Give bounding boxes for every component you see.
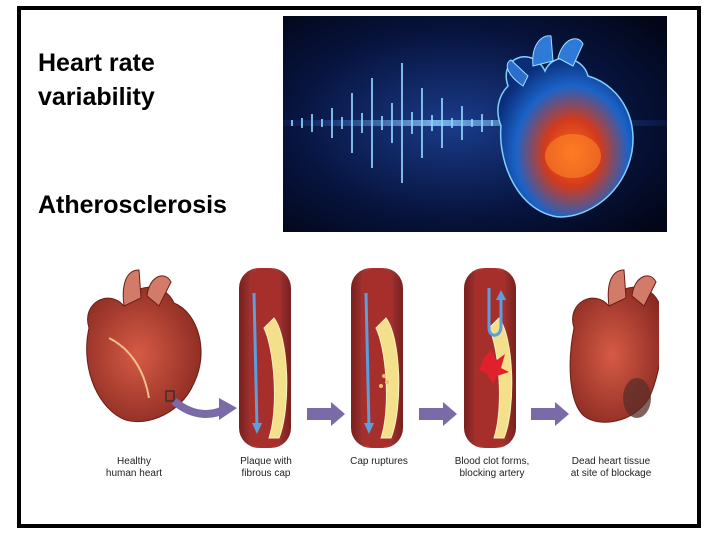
- ecg-pulse-bar: [341, 117, 343, 129]
- ecg-pulse-bar: [311, 114, 313, 132]
- curved-arrow-head-icon: [219, 398, 237, 420]
- slide: Heart rate variability Atherosclerosis: [17, 6, 701, 528]
- caption-line: fibrous cap: [242, 468, 291, 479]
- artery-clot-icon: [464, 268, 516, 448]
- caption-clot: Blood clot forms,blocking artery: [427, 456, 557, 480]
- caption-line: Healthy: [117, 456, 151, 467]
- artery-rupture-icon: [351, 268, 403, 448]
- caption-line: Plaque with: [240, 456, 292, 467]
- damaged-heart-icon: [570, 270, 659, 422]
- title-heart-rate-variability: Heart rate variability: [38, 46, 155, 114]
- ecg-pulse-bar: [361, 113, 363, 133]
- ecg-pulse-bar: [491, 120, 493, 126]
- ecg-pulse-bar: [441, 98, 443, 148]
- title-line-1: Heart rate: [38, 46, 155, 80]
- caption-line: human heart: [106, 468, 162, 479]
- caption-line: Cap ruptures: [350, 456, 408, 467]
- artery-plaque-icon: [239, 268, 291, 448]
- arrow-right-icon: [307, 402, 345, 426]
- arrow-right-icon: [531, 402, 569, 426]
- ecg-pulse-bar: [331, 108, 333, 138]
- ecg-pulse-bar: [431, 115, 433, 131]
- heart-ecg-image: [283, 16, 667, 232]
- ecg-pulse-bar: [471, 119, 473, 127]
- ecg-pulse-bar: [481, 114, 483, 132]
- ecg-pulse-bar: [451, 118, 453, 128]
- title-line-2: variability: [38, 80, 155, 114]
- ecg-pulse-bar: [391, 103, 393, 143]
- caption-line: blocking artery: [459, 468, 524, 479]
- title-atherosclerosis: Atherosclerosis: [38, 188, 227, 222]
- caption-line: Dead heart tissue: [572, 456, 650, 467]
- ecg-pulse-bar: [371, 78, 373, 168]
- arrow-right-icon: [419, 402, 457, 426]
- ecg-pulse-bar: [461, 106, 463, 140]
- ecg-pulse-bar: [291, 120, 293, 126]
- healthy-heart-icon: [87, 270, 201, 422]
- ecg-pulse-bar: [301, 118, 303, 128]
- caption-rupture: Cap ruptures: [314, 456, 444, 468]
- ecg-pulse-bar: [321, 119, 323, 127]
- ecg-pulse-bar: [381, 116, 383, 130]
- ecg-pulse-bar: [401, 63, 403, 183]
- caption-line: Blood clot forms,: [455, 456, 529, 467]
- ecg-pulse-bar: [411, 112, 413, 134]
- ecg-pulse-bar: [421, 88, 423, 158]
- caption-line: at site of blockage: [571, 468, 652, 479]
- ecg-pulse-bar: [351, 93, 353, 153]
